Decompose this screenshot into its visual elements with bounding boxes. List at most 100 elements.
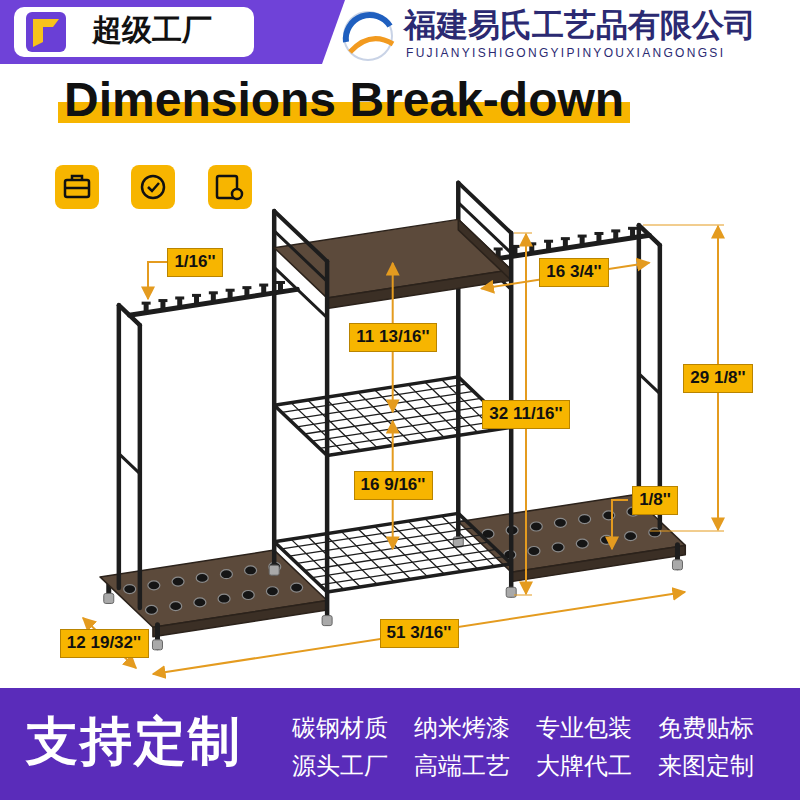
- service-symbol: [142, 176, 164, 198]
- extension-line: [650, 531, 724, 532]
- club-clamp: [160, 301, 165, 310]
- gear-symbol: [232, 189, 242, 199]
- feature-icon: [131, 165, 175, 209]
- dimension-value: 12 19/32'': [67, 633, 141, 653]
- club-clamp: [142, 302, 151, 305]
- club-hole: [266, 587, 278, 596]
- wire-grid: [304, 542, 488, 570]
- foot: [269, 565, 279, 575]
- dimension-value: 51 3/16'': [387, 623, 452, 643]
- club-clamp: [177, 298, 182, 307]
- frame-bar: [272, 211, 277, 573]
- club-hole: [218, 594, 230, 603]
- feature-text: 专业包装: [536, 714, 632, 742]
- dimension-label: 29 1/8'': [683, 364, 753, 393]
- club-hole: [148, 581, 160, 590]
- club-hole: [170, 602, 182, 611]
- club-hole: [245, 566, 257, 575]
- dimension-label: 1/16'': [167, 248, 223, 277]
- club-clamp: [244, 288, 249, 297]
- wire-grid: [297, 398, 481, 426]
- club-clamp: [158, 299, 167, 302]
- frame-bar: [274, 231, 327, 281]
- club-clamp: [630, 229, 635, 238]
- wood-base-edge: [153, 601, 327, 637]
- foot: [672, 560, 682, 570]
- club-clamp: [529, 244, 534, 253]
- club-hole: [194, 598, 206, 607]
- dimension-value: 29 1/8'': [690, 368, 745, 388]
- club-hole: [576, 539, 588, 548]
- golf-rack: [100, 183, 685, 650]
- frame-bar: [458, 183, 511, 233]
- club-hole: [242, 590, 254, 599]
- club-hole: [528, 547, 540, 556]
- dimension-value: 32 11/16'': [489, 404, 562, 424]
- club-hole: [552, 543, 564, 552]
- club-clamp: [613, 231, 618, 240]
- dimension-line: [148, 262, 167, 299]
- club-clamp: [211, 293, 216, 302]
- feature-text: 大牌代工: [536, 752, 632, 780]
- company-logo-swoosh: [350, 39, 393, 52]
- dimension-value: 11 13/16'': [356, 327, 429, 347]
- feature-text: 来图定制: [658, 752, 754, 780]
- slogan: 支持定制: [26, 712, 242, 772]
- brand-logo-mark: [33, 19, 59, 47]
- club-clamp: [228, 291, 233, 300]
- feature-text: 纳米烤漆: [414, 714, 510, 742]
- club-clamp: [226, 289, 235, 292]
- frame-bar: [458, 203, 511, 253]
- club-clamp: [209, 291, 218, 294]
- frame-bar: [639, 374, 660, 394]
- frame-bar: [119, 454, 140, 474]
- company-logo-ring: [344, 12, 392, 60]
- club-clamp: [278, 283, 283, 292]
- extension-line: [514, 233, 532, 234]
- club-clamp: [194, 296, 199, 305]
- dimension-line: [153, 592, 685, 674]
- club-clamp: [578, 235, 587, 238]
- extension-line: [514, 595, 532, 596]
- club-hole: [146, 605, 158, 614]
- company-pinyin: FUJIANYISHIGONGYIPINYOUXIANGONGSI: [406, 47, 725, 61]
- club-hole: [220, 570, 232, 579]
- dimension-line: [612, 500, 628, 549]
- club-clamp: [242, 286, 251, 289]
- feature-text: 免费贴标: [658, 714, 754, 742]
- company-name: 福建易氏工艺品有限公司: [404, 7, 756, 44]
- foot: [322, 616, 332, 626]
- feature-text: 源头工厂: [292, 752, 388, 780]
- dimension-value: 16 3/4'': [546, 262, 601, 282]
- club-clamp: [546, 242, 551, 251]
- dimension-value: 1/16'': [174, 252, 215, 272]
- dimension-value: 1/8'': [639, 490, 671, 510]
- brand-logo: [26, 12, 66, 52]
- wood-base-edge: [511, 545, 685, 581]
- club-hole: [124, 585, 136, 594]
- club-clamp: [527, 242, 536, 245]
- club-clamp: [261, 286, 266, 295]
- dimension-label: 32 11/16'': [482, 400, 570, 429]
- dimension-label: 11 13/16'': [349, 323, 437, 352]
- dimension-label: 16 9/16'': [354, 471, 433, 500]
- header-band: [0, 0, 345, 64]
- foot: [104, 593, 114, 603]
- club-clamp: [594, 232, 603, 235]
- wire-grid: [312, 413, 496, 441]
- frame-bar: [117, 305, 122, 588]
- feature-text: 高端工艺: [414, 752, 510, 780]
- dimension-label: 16 3/4'': [539, 258, 609, 287]
- club-clamp: [596, 234, 601, 243]
- club-clamp: [544, 240, 553, 243]
- club-hole: [600, 535, 612, 544]
- club-clamp: [276, 281, 285, 284]
- dimension-label: 51 3/16'': [380, 619, 459, 648]
- wire-grid: [312, 549, 496, 577]
- club-clamp: [144, 304, 149, 313]
- club-clamp: [259, 284, 268, 287]
- service-symbol: [148, 183, 159, 191]
- feature-text: 碳钢材质: [292, 714, 388, 742]
- wire-grid: [289, 528, 473, 556]
